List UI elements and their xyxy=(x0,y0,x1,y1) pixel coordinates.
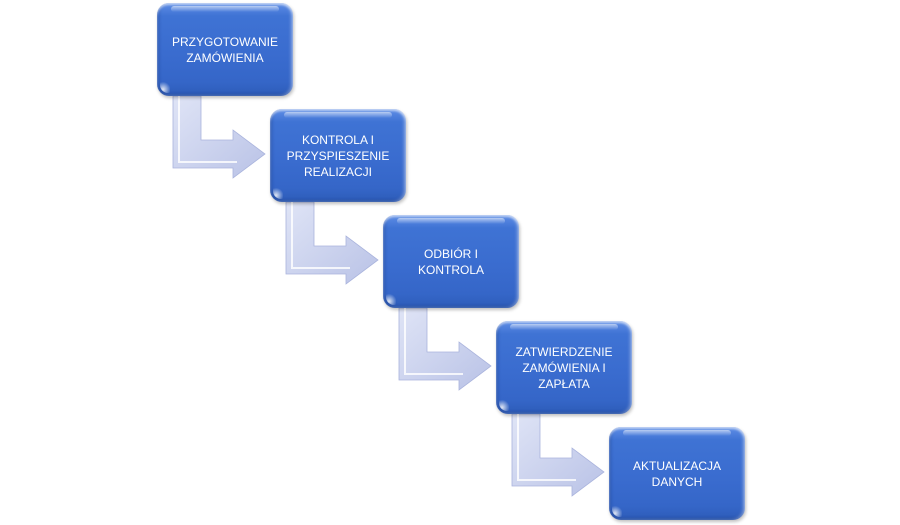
step-box-4: ZATWIERDZENIE ZAMÓWIENIA I ZAPŁATA xyxy=(496,321,632,414)
step-box-1: PRZYGOTOWANIE ZAMÓWIENIA xyxy=(157,3,293,96)
step-label-3: ODBIÓR I KONTROLA xyxy=(417,246,484,277)
step-label-2: KONTROLA I PRZYSPIESZENIE REALIZACJI xyxy=(286,132,390,179)
step-box-5: AKTUALIZACJA DANYCH xyxy=(609,427,745,520)
bent-arrow-right-icon xyxy=(511,413,605,497)
bent-arrow-right-icon xyxy=(285,201,379,285)
arrow-highlight xyxy=(178,96,237,163)
arrow-highlight xyxy=(517,414,576,481)
step-label-5: AKTUALIZACJA DANYCH xyxy=(632,458,722,489)
step-label-4: ZATWIERDZENIE ZAMÓWIENIA I ZAPŁATA xyxy=(515,344,613,391)
arrow-highlight xyxy=(404,308,463,375)
bent-arrow-right-icon xyxy=(398,307,492,391)
arrow-highlight xyxy=(291,202,350,269)
step-box-2: KONTROLA I PRZYSPIESZENIE REALIZACJI xyxy=(270,109,406,202)
step-box-3: ODBIÓR I KONTROLA xyxy=(383,215,519,308)
bent-arrow-right-icon xyxy=(172,95,266,179)
step-label-1: PRZYGOTOWANIE ZAMÓWIENIA xyxy=(171,34,278,65)
